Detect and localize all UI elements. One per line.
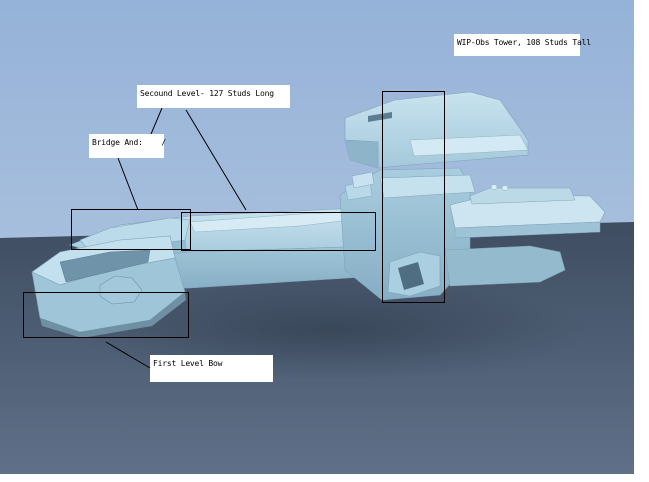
- bridge-label-extra: /: [161, 138, 167, 147]
- bridge-label-text: Bridge And:: [92, 138, 143, 147]
- sensor-dome-2: [501, 185, 509, 191]
- tower-upper-front: [344, 139, 379, 169]
- ship-model: [31, 91, 606, 338]
- bridge-label: Bridge And: /: [89, 134, 167, 158]
- engine-intake: [398, 262, 424, 290]
- bow-inner-panel: [59, 249, 151, 283]
- first-level-label: First Level Bow: [150, 355, 273, 382]
- highlight-box-bridge: [71, 209, 191, 250]
- leader-line-first-level: [105, 341, 151, 369]
- leader-line-bridge: [117, 157, 139, 211]
- highlight-box-second-level: [181, 212, 376, 251]
- tower-top-slot: [368, 112, 392, 122]
- second-level-label: Secound Level- 127 Studs Long: [137, 85, 290, 108]
- highlight-box-first-level-bow: [23, 292, 189, 338]
- bow-underside: [40, 292, 186, 338]
- bow-hex-pod: [99, 275, 143, 305]
- highlight-box-tower: [382, 91, 445, 303]
- tower-label: WIP-Obs Tower, 108 Studs Tall: [454, 34, 591, 56]
- sensor-dome-1: [490, 184, 498, 190]
- leader-line-second-level-b: [185, 109, 247, 211]
- engine-pod: [444, 245, 566, 287]
- side-platform-stack: [469, 187, 576, 205]
- tower-steps-2: [351, 171, 375, 189]
- tower-upper-ledge: [409, 134, 529, 157]
- side-platform-edge: [454, 221, 601, 239]
